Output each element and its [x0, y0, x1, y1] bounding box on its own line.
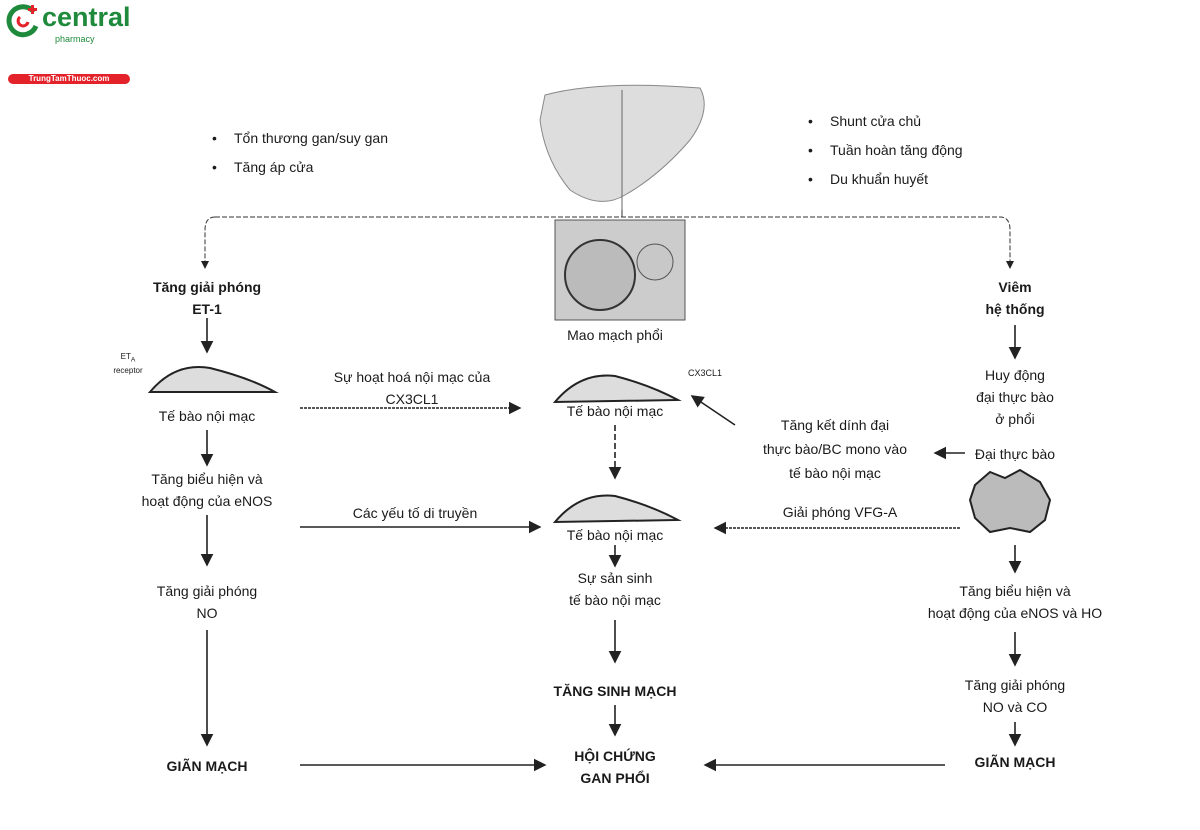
- logo-icon: [6, 4, 39, 38]
- genetic-factors: Các yếu tố di truyền: [352, 505, 478, 521]
- causes-left: Tổn thương gan/suy gan Tăng áp cửa: [212, 124, 388, 182]
- vasodilation-right: GIÃN MẠCH: [974, 754, 1056, 770]
- endothelial-cell-label: Tế bào nội mạc: [158, 408, 256, 424]
- capillary-label: Mao mạch phổi: [567, 327, 663, 343]
- vegf-release: Giải phóng VFG-A: [782, 504, 898, 520]
- endothelial-cell-label: Tế bào nội mạc: [566, 403, 664, 419]
- endothelial-cell-icon: [147, 366, 682, 524]
- capillary-image: [554, 219, 686, 321]
- endothelial-cell-label: Tế bào nội mạc: [566, 527, 664, 543]
- vasodilation-left: GIÃN MẠCH: [166, 758, 248, 774]
- causes-right: Shunt cửa chủ Tuần hoàn tăng động Du khu…: [808, 107, 963, 194]
- liver-icon: [539, 84, 705, 210]
- macrophage-icon: [968, 468, 1052, 534]
- cx3cl1-label: CX3CL1: [687, 368, 723, 378]
- angiogenesis: TĂNG SINH MẠCH: [553, 683, 677, 699]
- macrophage-label: Đại thực bào: [974, 446, 1056, 462]
